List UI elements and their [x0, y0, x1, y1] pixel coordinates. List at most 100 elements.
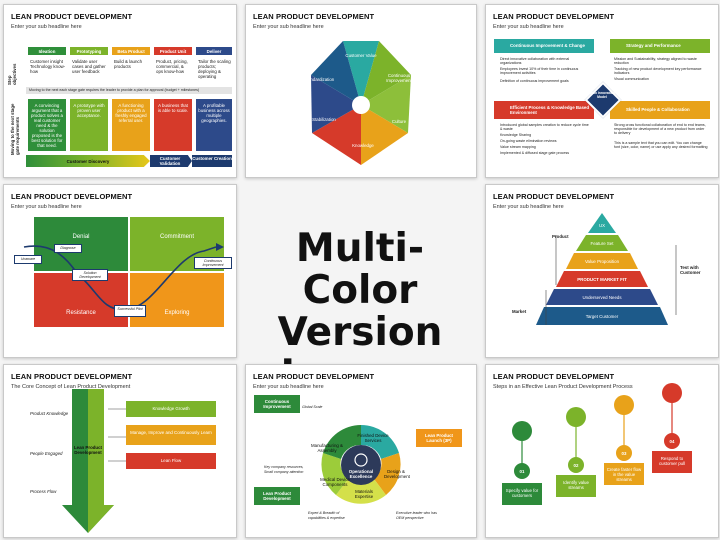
slide-title: LEAN PRODUCT DEVELOPMENT — [11, 192, 133, 201]
slide-title: LEAN PRODUCT DEVELOPMENT — [493, 372, 615, 381]
concept-box: Lean Flow — [126, 453, 216, 469]
pyramid-level: Value Proposition — [584, 259, 620, 264]
segment-culture — [361, 75, 411, 133]
down-arrow — [62, 389, 126, 533]
pyramid-level: Underserved Needs — [582, 295, 622, 300]
slide-title: LEAN PRODUCT DEVELOPMENT — [11, 372, 133, 381]
row-label: Step objectives — [7, 63, 17, 85]
quadrant-header: Efficient Process & Knowledge Based Envi… — [494, 101, 594, 119]
quadrant-bullet: Employees invest 10% of their time in co… — [500, 67, 579, 76]
column-header: Deliver — [196, 47, 232, 55]
side-label-market: Market — [512, 309, 527, 314]
slide-2[interactable]: LEAN PRODUCT DEVELOPMENT Enter your sub … — [245, 4, 477, 178]
phase-bar-creation: Customer Creation — [192, 155, 232, 167]
label-unaware: Unaware — [14, 255, 42, 264]
wheel-segment: Manufacturing & Assembly — [311, 443, 343, 453]
slide-1[interactable]: LEAN PRODUCT DEVELOPMENT Enter your sub … — [3, 4, 237, 178]
objective-text: Product, pricing, commercial, & ops know… — [156, 59, 188, 74]
slide-6[interactable]: LEAN PRODUCT DEVELOPMENT The Core Concep… — [3, 364, 237, 538]
concept-box: Manage, Improve and Continuously Learn — [126, 425, 216, 445]
wheel-note: Key company resources, Small company att… — [264, 465, 304, 474]
slide-title: LEAN PRODUCT DEVELOPMENT — [253, 372, 375, 381]
side-box: Lean Product Development — [254, 487, 300, 505]
segment-stabilization — [312, 105, 361, 165]
step-box: Identify value streams — [556, 475, 596, 497]
requirement-box: A business that is able to scale. — [154, 99, 192, 151]
quadrant-bullet: Direct innovative collaboration with ext… — [500, 57, 570, 66]
slide-title: LEAN PRODUCT DEVELOPMENT — [493, 192, 615, 201]
objective-text: Tailor the scaling products; deploying &… — [198, 59, 231, 79]
wheel-segment: Design & Development — [384, 469, 410, 479]
wheel-segment: Materials Expertise — [354, 489, 374, 499]
quadrant-bullet: Tracking of new product development key … — [614, 67, 702, 76]
slide-subtitle: Enter your sub headline here — [11, 204, 82, 210]
requirement-box: A profitable business across multiple ge… — [196, 99, 232, 151]
wheel-segment: Medical Device Components — [320, 477, 350, 487]
objective-text: Validate user cases and gather user feed… — [72, 59, 106, 74]
label-solution-development: Solution Development — [72, 269, 108, 281]
segment-label: Customer Value — [345, 53, 377, 58]
row-label: Moving to the next stage gate requiremen… — [10, 103, 20, 155]
step-box: Respond to customer pull — [652, 451, 692, 473]
concept-box: Knowledge Growth — [126, 401, 216, 417]
segment-label: Culture — [391, 119, 407, 124]
slide-3[interactable]: LEAN PRODUCT DEVELOPMENT Enter your sub … — [485, 4, 719, 178]
segment-label: Knowledge — [352, 143, 374, 148]
quadrant-header: Continuous Improvement & Change — [494, 39, 594, 53]
step-number: 01 — [519, 469, 525, 474]
slide-subtitle: The Core Concept of Lean Product Develop… — [11, 384, 131, 390]
pyramid — [536, 213, 677, 325]
slide-subtitle: Enter your sub headline here — [11, 24, 82, 30]
pyramid-level: Feature Set — [590, 241, 614, 246]
quadrant-bullet: Visual communication — [614, 77, 649, 81]
slide-5[interactable]: LEAN PRODUCT DEVELOPMENT Enter your sub … — [485, 184, 719, 358]
column-header: Product Unit — [154, 47, 192, 55]
step-number: 04 — [669, 439, 675, 444]
column-header: Prototyping — [70, 47, 108, 55]
arrow-label: Lean Product Development — [73, 445, 103, 455]
requirement-box: A prototype with proven user acceptance. — [70, 99, 108, 151]
segment-label: Continuous Improvement — [386, 73, 412, 83]
quadrant-bullet: On-going waste elimination reviews — [500, 139, 557, 143]
quadrant-bullet: This is a sample text that you can edit.… — [614, 141, 708, 150]
segment-knowledge — [361, 105, 408, 165]
slide-7[interactable]: LEAN PRODUCT DEVELOPMENT Enter your sub … — [245, 364, 477, 538]
objective-text: Customer insight Technology know-how — [30, 59, 66, 74]
phase-bar-discovery: Customer Discovery — [26, 155, 150, 167]
wheel-center-label: Operational Excellence — [348, 469, 374, 479]
slide-subtitle: Enter your sub headline here — [253, 24, 324, 30]
quadrant-bullet: Value stream mapping — [500, 145, 536, 149]
slide-subtitle: Enter your sub headline here — [253, 384, 324, 390]
side-label-product: Product — [552, 234, 569, 239]
pyramid-level: Target Customer — [585, 314, 619, 319]
quadrant-resistance: Resistance — [34, 273, 128, 327]
right-label: Test with Customer — [680, 265, 701, 275]
segment-label: Standardization — [303, 77, 335, 82]
slide-8[interactable]: LEAN PRODUCT DEVELOPMENT Steps in an Eff… — [485, 364, 719, 538]
operational-excellence-wheel — [321, 425, 401, 504]
left-label: People Engaged — [30, 451, 63, 456]
phase-bar-validation: Customer Validation — [150, 155, 192, 167]
slide-4[interactable]: LEAN PRODUCT DEVELOPMENT Enter your sub … — [3, 184, 237, 358]
quadrant-bullet: Mission and Sustainability, strategy ali… — [614, 57, 697, 66]
slide-title: LEAN PRODUCT DEVELOPMENT — [11, 12, 133, 21]
pyramid-level: UX — [598, 223, 606, 228]
change-curve — [23, 243, 224, 311]
step-box: Specify value for customers — [502, 483, 542, 505]
step-number: 02 — [573, 463, 579, 468]
slide-subtitle: Enter your sub headline here — [493, 204, 564, 210]
step-number: 03 — [621, 451, 627, 456]
side-box: Continuous Improvement — [254, 395, 300, 413]
hexagon-cycle-diagram — [311, 41, 411, 165]
requirement-box: A convincing argument that a product sol… — [28, 99, 66, 151]
segment-continuous-improvement — [361, 41, 411, 105]
quadrant-bullet: Knowledge Sharing — [500, 133, 532, 137]
wheel-note: Global Scale — [302, 405, 323, 409]
left-label: Process Flow — [30, 489, 57, 494]
column-header: Ideation — [28, 47, 66, 55]
segment-label: Stabilization — [312, 117, 336, 122]
wheel-note: Expert & Breadth of capabilities & exper… — [308, 511, 345, 520]
slide-subtitle: Enter your sub headline here — [493, 24, 564, 30]
step-box: Create faster flow in the value streams — [604, 463, 644, 485]
left-label: Product Knowledge — [30, 411, 69, 416]
